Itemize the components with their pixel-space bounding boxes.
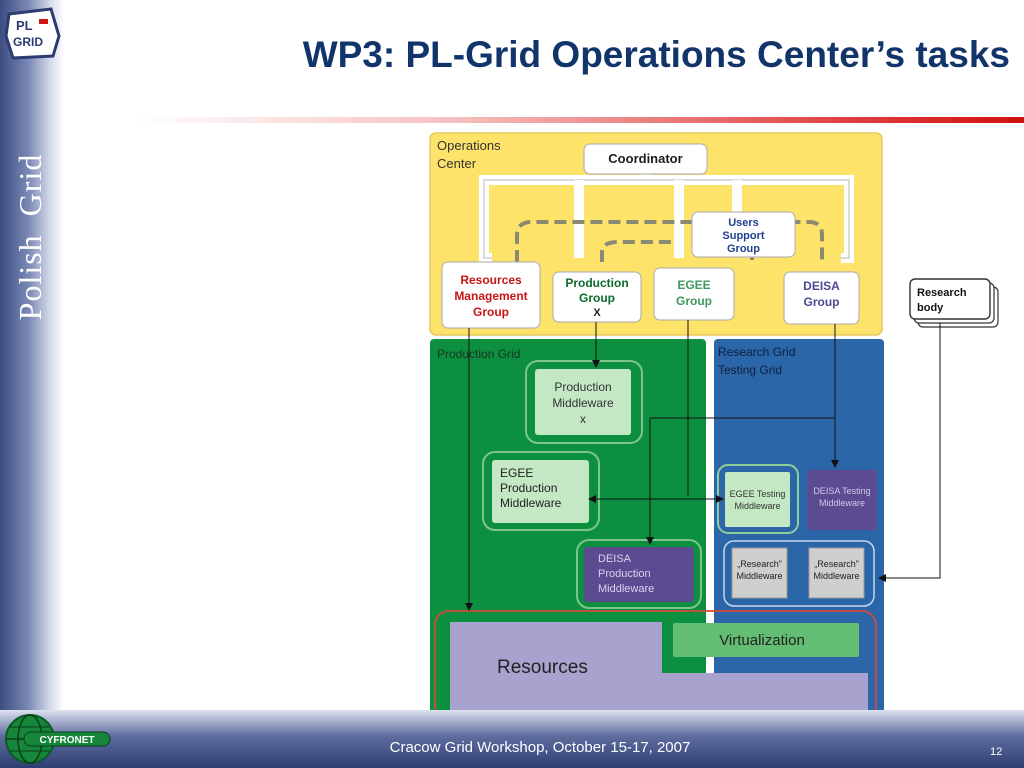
users-support-group-box [691, 211, 796, 258]
resources-mgmt-label-2: Management [454, 289, 527, 303]
research-body-label-1: Research [917, 287, 967, 299]
egee-testing-label-2: Middleware [734, 501, 780, 511]
resources-box [450, 622, 868, 711]
sidebar: PL GRID Polish Grid [0, 0, 64, 710]
research-grid-label-2: Testing Grid [718, 363, 782, 377]
egee-production-middleware-box [492, 460, 589, 523]
users-support-label-1: Users [728, 217, 759, 229]
deisa-group-label-1: DEISA [803, 279, 840, 293]
research-mw-2-label-2: Middleware [813, 571, 859, 581]
ops-center-label-1: Operations [437, 138, 501, 153]
pl-grid-logo: PL GRID [4, 7, 61, 60]
resources-label: Resources [497, 657, 588, 678]
org-connector [479, 175, 854, 263]
production-group-label-3: X [593, 307, 601, 319]
egee-group-box [653, 267, 735, 321]
production-group-label-2: Group [579, 291, 615, 305]
resources-mgmt-label-1: Resources [460, 273, 522, 287]
egee-prod-label-2: Production [500, 481, 557, 495]
deisa-group-label-2: Group [804, 295, 840, 309]
resources-mgmt-label-3: Group [473, 305, 509, 319]
ops-center-label-2: Center [437, 156, 477, 171]
deisa-prod-label-3: Middleware [598, 583, 654, 595]
footer-text: Cracow Grid Workshop, October 15-17, 200… [389, 739, 691, 756]
cyfronet-logo: CYFRONET [5, 714, 111, 764]
slide-title: WP3: PL-Grid Operations Center’s tasks [302, 34, 1010, 75]
research-grid-label-1: Research Grid [718, 345, 795, 359]
cyfronet-logo-text: CYFRONET [40, 735, 95, 746]
egee-prod-label-1: EGEE [500, 466, 533, 480]
resources-management-group-box [441, 261, 541, 329]
egee-testing-label-1: EGEE Testing [730, 489, 786, 499]
page-number: 12 [990, 746, 1003, 758]
production-grid-label: Production Grid [437, 347, 520, 361]
egee-group-label-1: EGEE [677, 278, 710, 292]
flag-icon [39, 19, 48, 24]
deisa-testing-label-2: Middleware [819, 498, 865, 508]
arrow-research-body [878, 323, 941, 582]
deisa-prod-label-1: DEISA [598, 553, 632, 565]
coordinator-box [583, 143, 708, 175]
research-middleware-group [723, 540, 875, 607]
title-divider [135, 117, 1024, 123]
coordinator-label: Coordinator [608, 151, 682, 166]
deisa-group-box [783, 271, 860, 325]
organization-diagram: Operations Center Coordinator Users Supp… [429, 130, 1009, 730]
prod-middleware-label-3: x [580, 412, 586, 426]
research-mw-1-label-1: „Research” [737, 559, 782, 569]
virtualization-box [673, 623, 859, 657]
deisa-testing-middleware-box [807, 470, 877, 530]
footer-bar [0, 710, 1024, 768]
users-support-label-3: Group [727, 243, 760, 255]
support-dashed-loop [515, 220, 824, 262]
logo-text-pl: PL [16, 18, 33, 33]
research-mw-1-label-2: Middleware [736, 571, 782, 581]
production-group-label-1: Production [565, 276, 628, 290]
users-support-label-2: Support [722, 230, 764, 242]
research-body-label-2: body [917, 302, 944, 314]
deisa-prod-label-2: Production [598, 568, 651, 580]
prod-middleware-label-1: Production [554, 380, 611, 394]
logo-text-grid: GRID [13, 35, 43, 49]
egee-testing-middleware-box [725, 472, 790, 527]
sidebar-text: Polish Grid [12, 153, 48, 321]
deisa-production-middleware-box [584, 547, 694, 602]
production-middleware-box [535, 369, 631, 435]
virtualization-label: Virtualization [719, 632, 805, 649]
research-middleware-box-1 [731, 547, 788, 599]
prod-middleware-label-2: Middleware [552, 396, 614, 410]
production-group-box [552, 271, 642, 323]
deisa-testing-label-1: DEISA Testing [813, 486, 870, 496]
egee-group-label-2: Group [676, 294, 712, 308]
research-middleware-box-2 [808, 547, 865, 599]
research-body-box [909, 278, 991, 320]
egee-prod-label-3: Middleware [500, 496, 562, 510]
research-mw-2-label-1: „Research” [814, 559, 859, 569]
